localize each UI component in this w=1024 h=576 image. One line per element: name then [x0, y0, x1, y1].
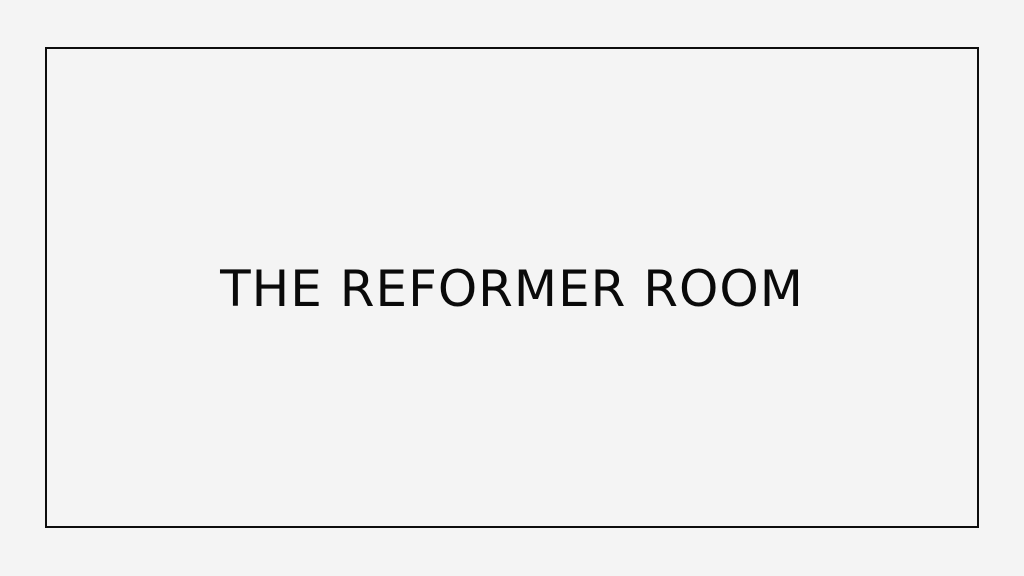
brand-title: THE REFORMER ROOM	[220, 260, 804, 318]
title-card-frame: THE REFORMER ROOM	[45, 47, 979, 528]
